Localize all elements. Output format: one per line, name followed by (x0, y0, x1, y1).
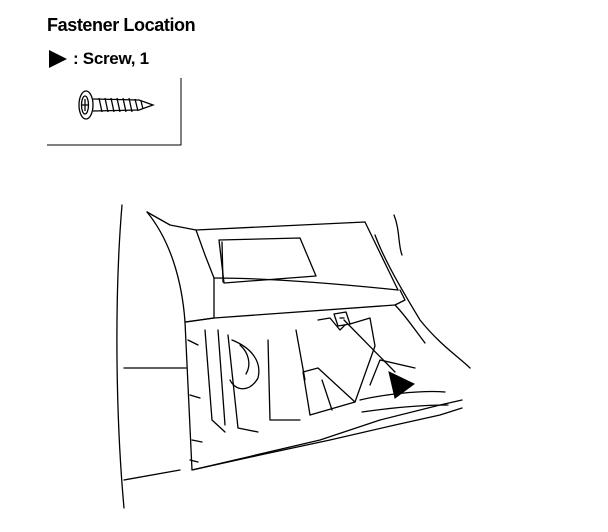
lower-panel (184, 321, 463, 471)
fender-outline (116, 204, 125, 509)
legend-row: : Screw, 1 (47, 48, 149, 70)
vent-opening (218, 237, 317, 284)
page-title: Fastener Location (47, 15, 196, 35)
legend-box (47, 78, 182, 146)
dashboard-upper (146, 211, 215, 323)
legend-label: : Screw, 1 (73, 49, 149, 68)
triangle-callout-icon (49, 50, 67, 68)
screw-icon (78, 90, 155, 120)
callout-leader (343, 319, 396, 373)
fastener-callout-icon (388, 371, 415, 399)
